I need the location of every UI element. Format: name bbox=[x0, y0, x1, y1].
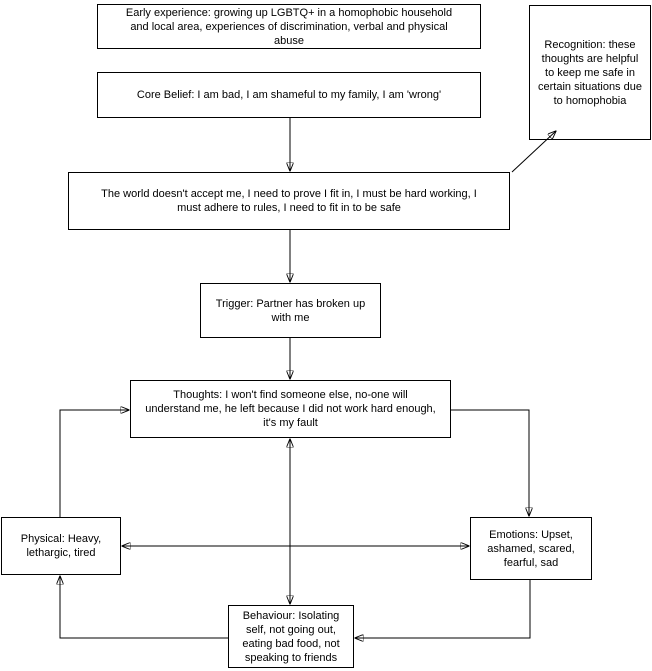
arrow-emotions-to-behaviour bbox=[355, 580, 531, 638]
node-thoughts: Thoughts: I won't find someone else, no-… bbox=[130, 380, 451, 438]
node-behaviour: Behaviour: Isolating self, not going out… bbox=[228, 605, 354, 668]
arrow-thoughts-to-emotions bbox=[451, 409, 529, 516]
arrow-behaviour-to-physical bbox=[60, 576, 228, 639]
node-emotions: Emotions: Upset, ashamed, scared, fearfu… bbox=[470, 517, 592, 580]
node-recognition: Recognition: these thoughts are helpful … bbox=[529, 5, 651, 140]
node-physical: Physical: Heavy, lethargic, tired bbox=[1, 517, 121, 575]
node-core-belief: Core Belief: I am bad, I am shameful to … bbox=[97, 72, 481, 118]
node-assumptions: The world doesn't accept me, I need to p… bbox=[68, 172, 510, 230]
node-trigger: Trigger: Partner has broken up with me bbox=[200, 283, 381, 338]
node-early-experience: Early experience: growing up LGBTQ+ in a… bbox=[97, 4, 481, 49]
arrow-physical-to-thoughts bbox=[59, 410, 129, 517]
